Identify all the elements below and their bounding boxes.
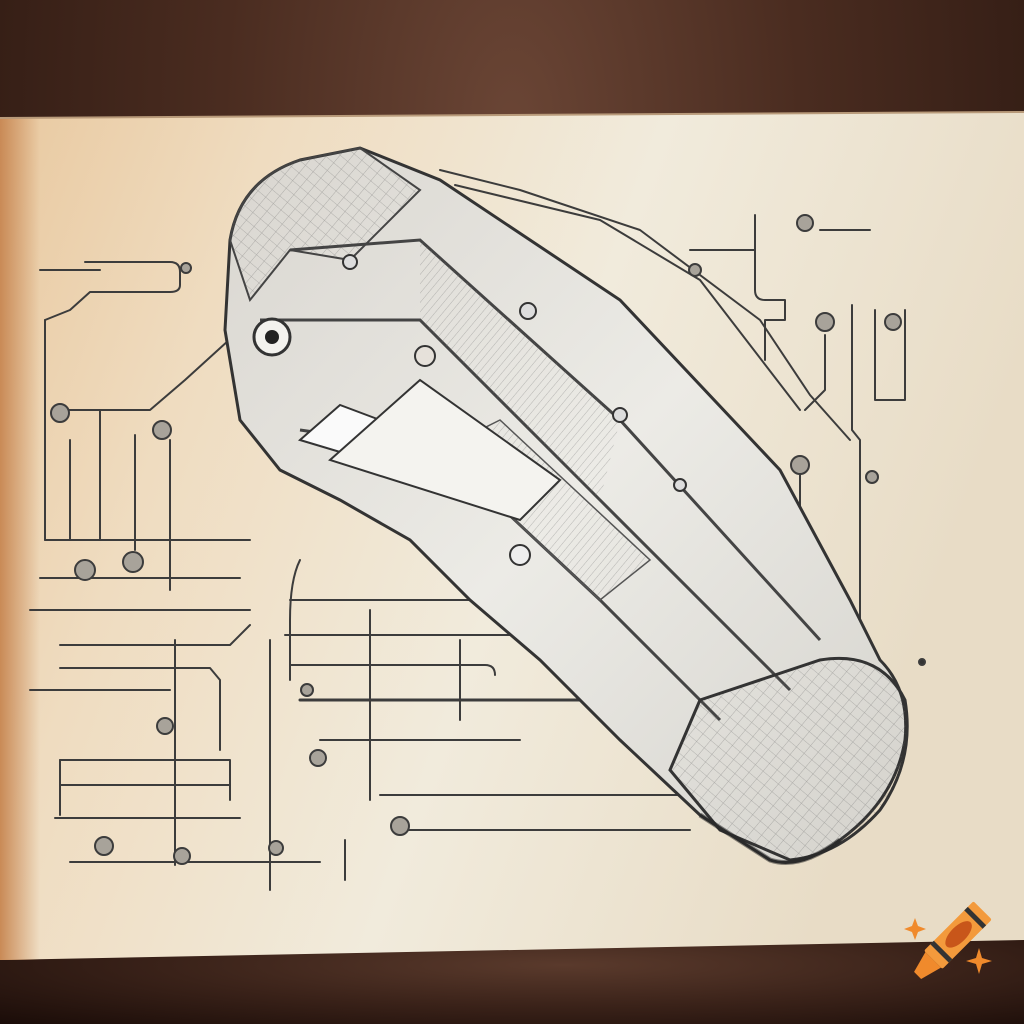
right-circuit-traces — [439, 169, 906, 641]
circuit-pads — [50, 214, 926, 865]
device-body — [223, 146, 909, 865]
crayon-icon — [904, 901, 992, 979]
sparkle-icon — [904, 918, 926, 940]
sparkle-icon — [966, 948, 992, 974]
